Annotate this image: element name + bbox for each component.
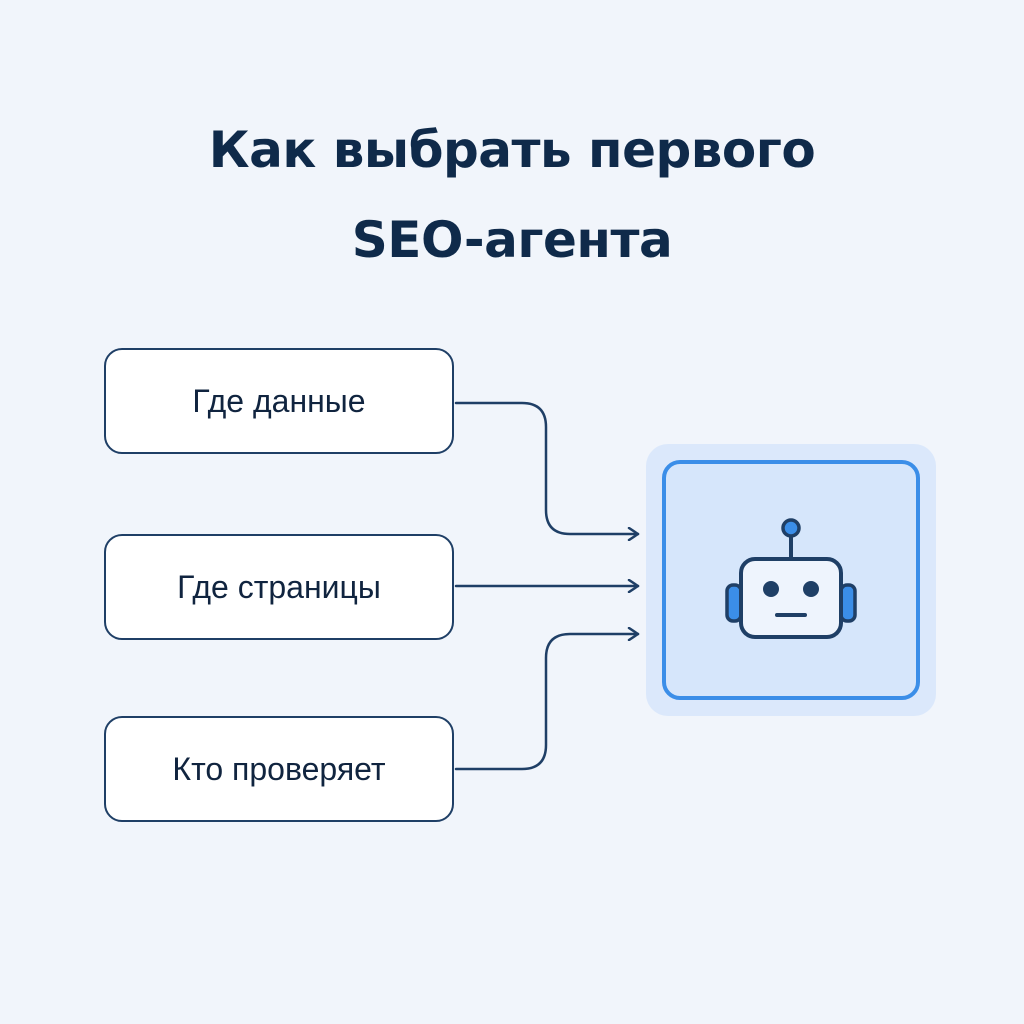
title-line-1: Как выбрать первого [208, 121, 816, 179]
input-node-where-data: Где данные [104, 348, 454, 454]
input-node-label: Кто проверяет [172, 750, 386, 787]
input-node-where-pages: Где страницы [104, 534, 454, 640]
robot-icon [721, 515, 861, 645]
title-line-2: SEO-агента [351, 211, 673, 269]
input-node-label: Где данные [192, 382, 366, 419]
connector-2 [454, 634, 640, 771]
input-node-label: Где страницы [177, 568, 381, 605]
agent-card [662, 460, 920, 700]
diagram-title: Как выбрать первого SEO-агента [0, 105, 1024, 285]
connector-0 [454, 401, 640, 534]
input-node-who-checks: Кто проверяет [104, 716, 454, 822]
